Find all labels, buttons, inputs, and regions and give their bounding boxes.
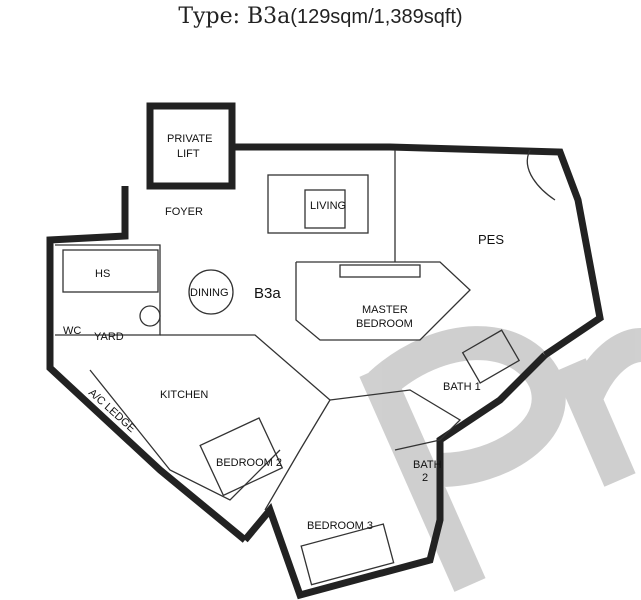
label-hs: HS <box>95 268 110 280</box>
label-yard: YARD <box>94 331 124 343</box>
label-bath2: BATH <box>413 459 442 471</box>
label-bath1: BATH 1 <box>443 381 481 393</box>
label-private-lift: PRIVATE <box>167 133 212 145</box>
plan-title: Type: B3a(129sqm/1,389sqft) <box>0 4 641 29</box>
label-master: MASTER <box>362 304 408 316</box>
label-private-lift-2: LIFT <box>177 148 200 160</box>
label-kitchen: KITCHEN <box>160 389 208 401</box>
label-dining: DINING <box>190 287 229 299</box>
area-label: (129sqm/1,389sqft) <box>290 6 463 28</box>
label-bath2-num: 2 <box>422 472 428 484</box>
label-unit: B3a <box>254 285 281 302</box>
type-label: Type: B3a <box>178 4 291 29</box>
label-living: LIVING <box>310 200 346 212</box>
label-pes: PES <box>478 232 504 247</box>
label-foyer: FOYER <box>165 206 203 218</box>
watermark <box>359 326 641 592</box>
label-wc: WC <box>63 325 81 337</box>
label-bedroom3: BEDROOM 3 <box>307 520 373 532</box>
label-master-bedroom: BEDROOM <box>356 318 413 330</box>
walls <box>46 102 604 600</box>
label-bedroom2: BEDROOM 2 <box>216 457 282 469</box>
